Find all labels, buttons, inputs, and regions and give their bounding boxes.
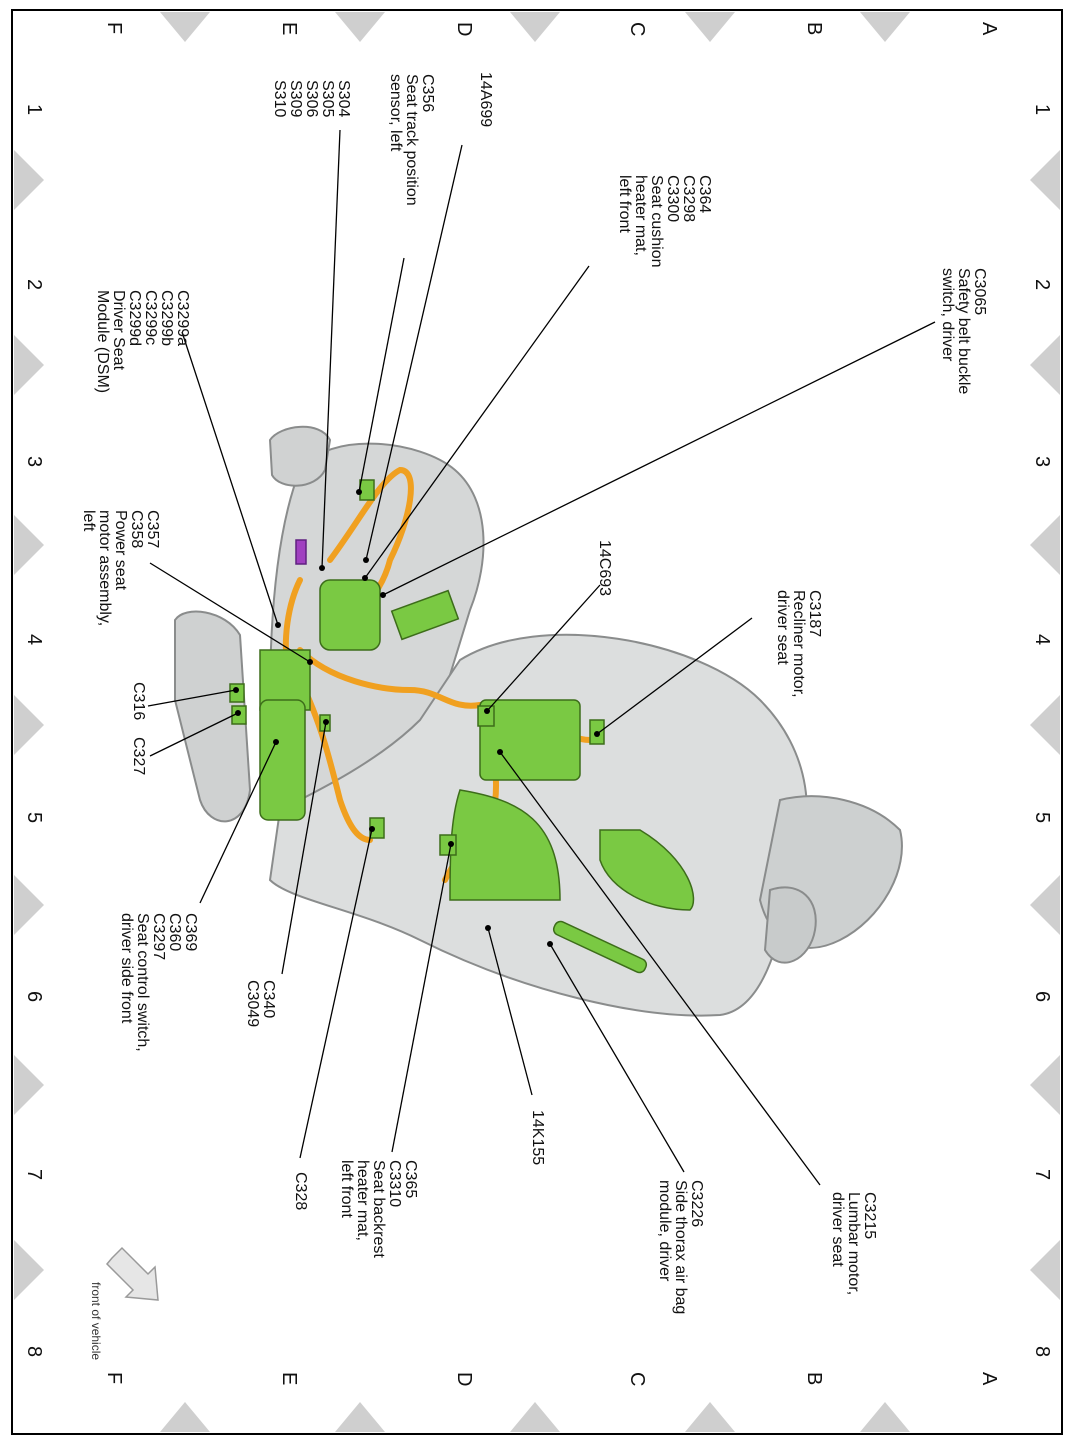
callout-line: switch, driver — [939, 268, 956, 362]
border-triangles — [14, 12, 1060, 1432]
callout-line: left front — [616, 175, 633, 233]
callout-line: Seat track position — [403, 74, 420, 206]
callout-line: C369 — [182, 913, 199, 952]
callout-line: S309 — [287, 80, 304, 118]
front-of-vehicle-arrow-icon — [105, 1246, 159, 1301]
callout-line: C3065 — [971, 268, 988, 316]
callout-line: C328 — [292, 1172, 309, 1211]
callout-line: Module (DSM) — [94, 290, 111, 394]
callout-line: C3187 — [806, 590, 823, 638]
callout-line: C3226 — [688, 1180, 705, 1228]
callout-line: C3049 — [244, 980, 261, 1028]
callout-line: C3215 — [861, 1192, 878, 1240]
callout-line: C358 — [128, 510, 145, 549]
callout-line: 14K155 — [529, 1110, 546, 1166]
callout-line: Safety belt buckle — [955, 268, 972, 395]
callout-line: C3297 — [150, 913, 167, 961]
callout-line: Side thorax air bag — [672, 1180, 689, 1315]
callout-line: heater mat, — [354, 1160, 371, 1241]
callout-line: driver seat — [829, 1192, 846, 1267]
callout-line: Driver Seat — [110, 290, 127, 371]
callout-line: driver side front — [118, 913, 135, 1024]
callout-line: C316 — [130, 682, 147, 721]
callout-line: C3300 — [664, 175, 681, 223]
callout-line: left — [80, 510, 97, 532]
leader-lines — [147, 129, 936, 1186]
callout-line: motor assembly, — [96, 510, 113, 627]
callout-line: Lumbar motor, — [845, 1192, 862, 1296]
callout-line: left front — [338, 1160, 355, 1218]
callout-line: module, driver — [656, 1180, 673, 1282]
callout-line: C365 — [402, 1160, 419, 1199]
seat-bolster — [174, 610, 252, 823]
seat-components — [229, 479, 695, 974]
callout-line: C340 — [260, 980, 277, 1019]
leader-dots — [233, 489, 600, 947]
seat-cushion-nose — [763, 886, 817, 964]
seat-headrest — [268, 425, 332, 487]
callout-line: S304 — [335, 80, 352, 118]
callout-line: Seat backrest — [370, 1160, 387, 1258]
callout-line: Power seat — [112, 510, 129, 591]
callout-line: sensor, left — [387, 74, 404, 152]
callout-line: driver seat — [774, 590, 791, 665]
callout-line: S310 — [271, 80, 288, 118]
callout-line: C360 — [166, 913, 183, 952]
callout-line: C3299a — [174, 290, 191, 347]
callout-line: C3298 — [680, 175, 697, 223]
callout-line: Seat control switch, — [134, 913, 151, 1052]
callout-line: S306 — [303, 80, 320, 118]
callout-line: 14C693 — [596, 540, 613, 597]
callout-line: C3310 — [386, 1160, 403, 1208]
callout-line: 14A699 — [477, 72, 494, 128]
callout-line: C327 — [130, 737, 147, 776]
callout-line: C3299c — [142, 290, 159, 346]
callout-line: C3299b — [158, 290, 175, 347]
callout-line: C364 — [696, 175, 713, 214]
callout-line: C356 — [419, 74, 436, 113]
callout-line: C357 — [144, 510, 161, 549]
callout-line: Seat cushion — [648, 175, 665, 268]
callout-line: heater mat, — [632, 175, 649, 256]
callout-line: C3299d — [126, 290, 143, 347]
callout-line: Recliner motor, — [790, 590, 807, 698]
callout-line: S305 — [319, 80, 336, 118]
